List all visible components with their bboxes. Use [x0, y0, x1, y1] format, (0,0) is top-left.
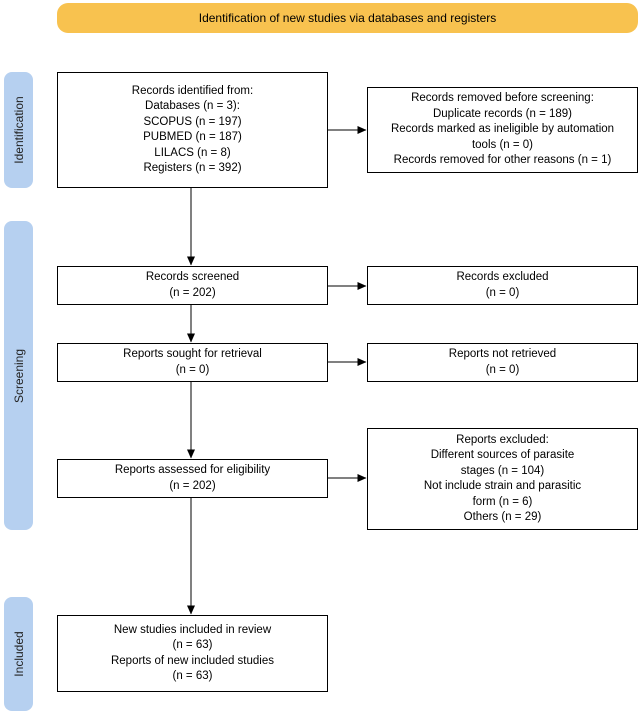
records-identified-line: Records identified from:: [131, 84, 254, 97]
studies-included-line: (n = 63): [172, 670, 213, 682]
box-reports-not-retrieved: Reports not retrieved (n = 0): [367, 343, 638, 382]
reports-excluded-line: Not include strain and parasitic: [423, 480, 582, 492]
studies-included-line: Reports of new included studies: [110, 654, 274, 667]
records-excluded-line: (n = 0): [485, 286, 520, 299]
box-records-screened: Records screened (n = 202): [57, 266, 328, 305]
box-records-excluded: Records excluded (n = 0): [367, 266, 638, 305]
box-reports-assessed: Reports assessed for eligibility (n = 20…: [57, 459, 328, 498]
records-screened-line: (n = 202): [169, 286, 216, 299]
box-records-identified: Records identified from: Databases (n = …: [57, 72, 328, 188]
records-excluded-line: Records excluded: [456, 271, 549, 283]
reports-excluded-line: Others (n = 29): [463, 511, 542, 523]
records-removed-line: Records removed before screening:: [411, 92, 594, 105]
box-reports-excluded: Reports excluded: Different sources of p…: [367, 428, 638, 530]
reports-excluded-line: Different sources of parasite: [430, 449, 575, 461]
records-removed-line: Records removed for other reasons (n = 1…: [393, 154, 612, 167]
box-reports-sought: Reports sought for retrieval (n = 0): [57, 343, 328, 382]
records-identified-line: Registers (n = 392): [143, 162, 242, 174]
header-title: Identification of new studies via databa…: [198, 11, 497, 25]
records-identified-line: PUBMED (n = 187): [143, 131, 242, 143]
flow-header: Identification of new studies via databa…: [57, 3, 638, 33]
reports-excluded-line: form (n = 6): [472, 495, 533, 508]
reports-not-retrieved-line: (n = 0): [485, 363, 520, 376]
records-screened-line: Records screened: [145, 271, 240, 283]
reports-not-retrieved-line: Reports not retrieved: [448, 348, 557, 360]
box-studies-included: New studies included in review (n = 63) …: [57, 615, 328, 692]
records-removed-line: Records marked as ineligible by automati…: [390, 123, 615, 136]
studies-included-line: New studies included in review: [113, 623, 272, 636]
reports-sought-line: Reports sought for retrieval: [123, 348, 262, 360]
box-records-removed: Records removed before screening: Duplic…: [367, 87, 638, 173]
records-identified-line: SCOPUS (n = 197): [143, 115, 242, 128]
reports-sought-line: (n = 0): [175, 363, 210, 376]
phase-screening: Screening: [4, 221, 33, 530]
records-removed-line: tools (n = 0): [471, 138, 534, 151]
studies-included-line: (n = 63): [172, 639, 213, 651]
reports-assessed-line: Reports assessed for eligibility: [114, 464, 271, 476]
reports-excluded-line: Reports excluded:: [456, 433, 549, 446]
records-identified-line: LILACS (n = 8): [154, 146, 231, 159]
records-removed-line: Duplicate records (n = 189): [432, 107, 573, 120]
records-identified-line: Databases (n = 3):: [145, 100, 240, 112]
phase-included: Included: [4, 597, 33, 711]
phase-identification: Identification: [4, 72, 33, 188]
reports-excluded-line: stages (n = 104): [460, 464, 545, 477]
reports-assessed-line: (n = 202): [169, 479, 216, 492]
